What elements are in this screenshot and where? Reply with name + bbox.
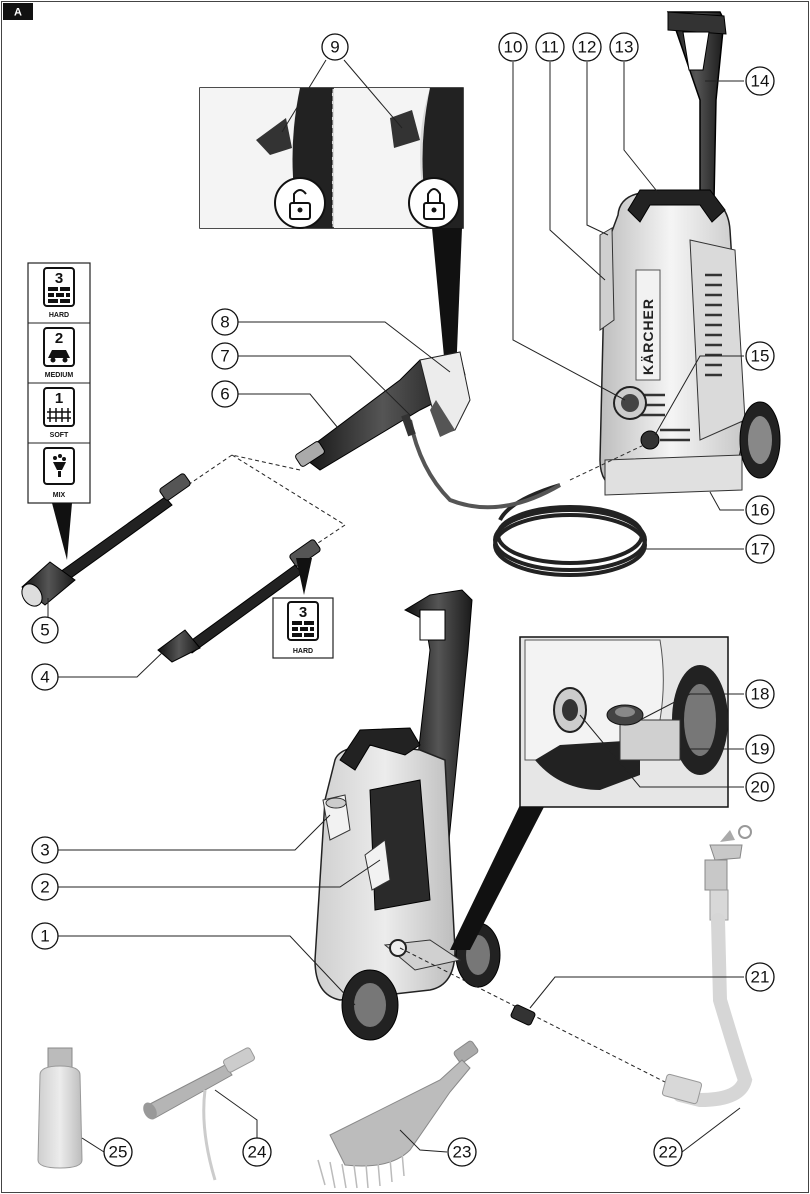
callout-22: 22: [653, 1137, 683, 1167]
callout-5: 5: [31, 616, 59, 644]
detergent-bottle: [37, 1047, 83, 1169]
callout-1: 1: [31, 922, 59, 950]
callout-number: 4: [40, 668, 49, 687]
figure-tag: A: [14, 7, 22, 19]
spray-gun: [295, 351, 471, 471]
water-inlet-inset: [519, 636, 729, 808]
level-soft-label: SOFT: [50, 432, 69, 439]
trigger-lock-inset: [199, 87, 464, 229]
figure-tag-box: [3, 3, 33, 20]
callout-2: 2: [31, 873, 59, 901]
callout-20: 20: [745, 772, 775, 802]
callout-6: 6: [211, 380, 239, 408]
detergent-mix-icon: [53, 454, 66, 477]
callout-12: 12: [572, 32, 602, 62]
hose-coupling: [510, 1004, 536, 1026]
callout-19: 19: [745, 734, 775, 764]
callout-23: 23: [447, 1137, 477, 1167]
callout-markers: 1 2 3 4 5 6 7 8 9 10 11 12 13 14 15 16 1…: [31, 32, 775, 1167]
callout-number: 22: [659, 1143, 678, 1162]
callout-number: 1: [40, 927, 49, 946]
callout-25: 25: [103, 1137, 133, 1167]
hose-connection-line: [569, 442, 649, 481]
callout-number: 17: [751, 540, 770, 559]
dirt-blaster-digit: 3: [299, 604, 307, 621]
callout-17: 17: [745, 534, 775, 564]
inset-pointer-lower: [450, 805, 545, 950]
callout-13: 13: [609, 32, 639, 62]
callout-number: 5: [40, 621, 49, 640]
callout-14: 14: [745, 66, 775, 96]
foam-nozzle: [143, 1047, 255, 1181]
level-hard-digit: 3: [55, 270, 63, 287]
car-icon: [48, 350, 70, 358]
callout-number: 6: [220, 385, 229, 404]
callout-4: 4: [31, 663, 59, 691]
callout-number: 15: [751, 347, 770, 366]
level-medium-digit: 2: [55, 330, 63, 347]
callout-number: 3: [40, 841, 49, 860]
high-pressure-hose-coil: [493, 483, 647, 577]
callout-number: 25: [109, 1143, 128, 1162]
callout-9: 9: [321, 33, 349, 61]
vario-power-lance: [21, 473, 191, 607]
callout-number: 23: [453, 1143, 472, 1162]
callout-24: 24: [242, 1137, 272, 1167]
callout-number: 11: [541, 38, 559, 57]
callout-leaders: [47, 59, 744, 1153]
callout-number: 7: [220, 347, 229, 366]
callout-number: 19: [751, 740, 770, 759]
callout-8: 8: [211, 308, 239, 336]
callout-number: 16: [751, 501, 770, 520]
callout-15: 15: [745, 341, 775, 371]
callout-10: 10: [498, 32, 528, 62]
level-medium-label: MEDIUM: [45, 372, 74, 379]
level-soft-digit: 1: [55, 390, 63, 407]
callout-number: 14: [751, 72, 770, 91]
level-mix-label: MIX: [53, 492, 66, 499]
callout-number: 20: [751, 778, 770, 797]
callout-number: 8: [220, 313, 229, 332]
pressure-washer-rear: [314, 589, 501, 1041]
callout-16: 16: [745, 495, 775, 525]
callout-18: 18: [745, 679, 775, 709]
callout-number: 24: [248, 1143, 267, 1162]
callout-number: 13: [615, 38, 634, 57]
callout-number: 21: [751, 968, 770, 987]
callout-11: 11: [535, 32, 565, 62]
callout-21: 21: [745, 962, 775, 992]
fence-icon: [47, 408, 71, 422]
dirt-blaster-lance: [157, 539, 321, 663]
callout-number: 12: [578, 38, 597, 57]
dirt-blaster-level-icon: 3 HARD: [272, 558, 334, 659]
gun-hose: [408, 419, 562, 510]
level-hard-label: HARD: [49, 312, 69, 319]
callout-3: 3: [31, 836, 59, 864]
dirt-blaster-label: HARD: [293, 648, 313, 655]
callout-number: 18: [751, 685, 770, 704]
pressure-washer-front: KÄRCHER: [599, 11, 781, 496]
callout-number: 2: [40, 878, 49, 897]
garden-hose: [661, 825, 753, 1108]
wash-brush: [317, 1040, 479, 1189]
callout-number: 9: [330, 38, 339, 57]
callout-number: 10: [504, 38, 523, 57]
lance-connection-lines: [184, 454, 346, 546]
callout-7: 7: [211, 342, 239, 370]
brand-text: KÄRCHER: [640, 298, 656, 375]
pressure-level-icons: 3 HARD 2 MEDIUM 1 SOFT MIX: [27, 262, 91, 560]
